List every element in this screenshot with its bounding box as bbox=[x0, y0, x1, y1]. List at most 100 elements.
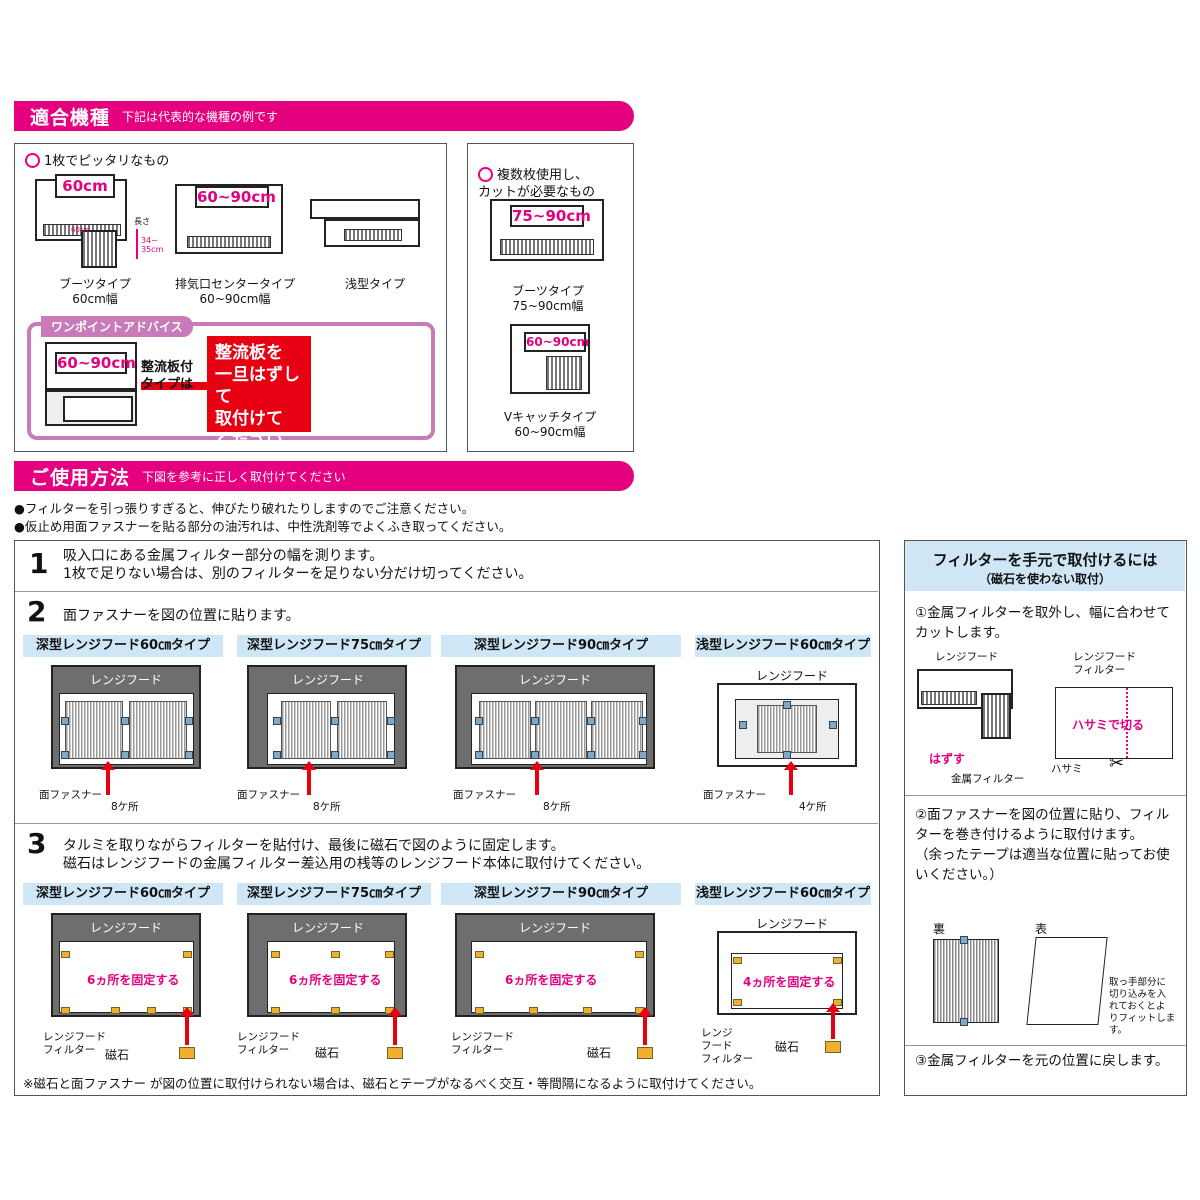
manual-box: フィルターを手元で取付けるには （磁石を使わない取付） ①金属フィルターを取外し… bbox=[904, 540, 1187, 1096]
filter-label-3: レンジフード フィルター bbox=[451, 1031, 514, 1056]
arrow-up-icon-8 bbox=[826, 1003, 840, 1039]
fastener-label-2: 面ファスナー bbox=[237, 789, 300, 801]
magnet-label-1: 磁石 bbox=[105, 1048, 130, 1062]
usage-banner-title: ご使用方法 bbox=[30, 466, 131, 489]
fastener-label-1: 面ファスナー bbox=[39, 789, 102, 801]
notch-note: 取っ手部分に 切り込みを入 れておくとよ りフィットしま す。 bbox=[1109, 977, 1176, 1036]
hood-title-5: レンジフード bbox=[89, 921, 162, 935]
step1-num: 1 bbox=[29, 547, 49, 580]
advice-title: ワンポイントアドバイス bbox=[41, 316, 193, 337]
front-label: 表 bbox=[1035, 922, 1048, 936]
fastener-label-4: 面ファスナー bbox=[703, 789, 766, 801]
manual-header: フィルターを手元で取付けるには （磁石を使わない取付） bbox=[905, 541, 1185, 591]
hood-title-3: レンジフード bbox=[518, 673, 591, 687]
manual-title: フィルターを手元で取付けるには bbox=[932, 551, 1158, 569]
arrow-up-icon-4 bbox=[784, 761, 798, 795]
hood-title-7: レンジフード bbox=[518, 921, 591, 935]
fix4-label: 4ヵ所を固定する bbox=[743, 975, 836, 989]
manual-filter-label: レンジフード フィルター bbox=[1073, 651, 1136, 676]
fastener-label-3: 面ファスナー bbox=[453, 789, 516, 801]
arrow-up-icon-3 bbox=[530, 761, 544, 795]
filter-front bbox=[1026, 937, 1108, 1025]
manual-subtitle: （磁石を使わない取付） bbox=[978, 572, 1111, 586]
type-name-2: 排気口センタータイプ 60~90cm幅 bbox=[175, 277, 295, 307]
magnet-label-4: 磁石 bbox=[775, 1040, 800, 1054]
manual-step1: ①金属フィルターを取外し、幅に合わせてカットします。 bbox=[915, 605, 1170, 641]
advice-message: 整流板を 一旦はずして 取付けて ください bbox=[207, 336, 311, 451]
multi-type-name-1-text: ブーツタイプ bbox=[512, 284, 584, 298]
step2-num: 2 bbox=[27, 595, 47, 628]
manual-step3: ③金属フィルターを元の位置に戻します。 bbox=[915, 1053, 1169, 1069]
fix6-label: 6ヵ所を固定する bbox=[87, 973, 180, 987]
multi-type-name-1: ブーツタイプ 75~90cm幅 bbox=[498, 284, 598, 314]
step3-head-2: 深型レンジフード75㎝タイプ bbox=[237, 883, 431, 905]
manual-step2: ②面ファスナーを図の位置に貼り、フィルターを巻き付けるように取付けます。 （余っ… bbox=[915, 807, 1170, 883]
step3-num: 3 bbox=[27, 827, 47, 860]
type-width-2: 60~90cm幅 bbox=[199, 292, 271, 306]
filter-sheet: ハサミで切る bbox=[1055, 687, 1173, 759]
hood-boots-75: 75~90cm bbox=[490, 199, 608, 269]
multi-dim-label-1: 75~90cm bbox=[510, 205, 591, 227]
magnet-icon-2 bbox=[387, 1047, 403, 1059]
step2-head-4: 浅型レンジフード60㎝タイプ bbox=[695, 635, 871, 657]
type-width-1: 60cm幅 bbox=[72, 292, 118, 306]
filter-label-4: レンジ フード フィルター bbox=[701, 1027, 754, 1065]
hood-dim-label: 60cm bbox=[55, 174, 115, 198]
usage-banner-sub: 下図を参考に正しく取付けてください bbox=[142, 469, 346, 484]
step2-hood-shallow: レンジフード bbox=[717, 665, 867, 775]
multi-heading-text: 複数枚使用し、 カットが必要なもの bbox=[478, 168, 596, 200]
multi-heading: 複数枚使用し、 カットが必要なもの bbox=[478, 150, 595, 201]
cut-label: ハサミで切る bbox=[1072, 718, 1145, 732]
multi-width-1: 75~90cm幅 bbox=[512, 299, 584, 313]
fit-banner-title: 適合機種 bbox=[30, 106, 111, 129]
fit-banner-sub: 下記は代表的な機種の例です bbox=[122, 109, 279, 124]
step3-head-3: 深型レンジフード90㎝タイプ bbox=[441, 883, 681, 905]
usage-banner: ご使用方法 下図を参考に正しく取付けてください bbox=[14, 461, 634, 491]
manual-hood bbox=[917, 669, 1015, 745]
type-name-1: ブーツタイプ 60cm幅 bbox=[45, 277, 145, 307]
hood-title-2: レンジフード bbox=[291, 673, 364, 687]
multi-width-2: 60~90cm幅 bbox=[514, 425, 586, 439]
step2-head-1: 深型レンジフード60㎝タイプ bbox=[23, 635, 223, 657]
metal-filter-label: 金属フィルター bbox=[951, 773, 1025, 785]
single-heading: 1枚でピッタリなもの bbox=[25, 150, 169, 169]
circle-icon bbox=[25, 153, 40, 168]
arrow-up-icon-7 bbox=[638, 1007, 652, 1045]
hood-boots-60: 60cm 60cm 長さ 34~ 35cm bbox=[35, 174, 163, 269]
single-heading-text: 1枚でピッタリなもの bbox=[44, 154, 170, 169]
fit-banner: 適合機種 下記は代表的な機種の例です bbox=[14, 101, 634, 131]
hood-shallow bbox=[310, 199, 430, 259]
advice-label: 整流板付 タイプは bbox=[141, 360, 194, 392]
type-name-3: 浅型タイプ bbox=[344, 277, 405, 291]
step3-hood-shallow: レンジフード 4ヵ所を固定する bbox=[717, 913, 867, 1023]
arrow-up-icon-5 bbox=[180, 1007, 194, 1045]
step3-hood-90: レンジフード 6ヵ所を固定する bbox=[455, 913, 665, 1023]
hood-title-4: レンジフード bbox=[755, 669, 828, 683]
count-label-4: 4ケ所 bbox=[799, 801, 827, 813]
arrow-up-icon-6 bbox=[388, 1007, 402, 1045]
inner-dim-label: 60cm bbox=[71, 226, 91, 234]
step2-head-3: 深型レンジフード90㎝タイプ bbox=[441, 635, 681, 657]
fix6-label-2: 6ヵ所を固定する bbox=[289, 973, 382, 987]
remove-label: はずす bbox=[929, 752, 966, 766]
count-label-3: 8ケ所 bbox=[543, 801, 571, 813]
step2-hood-90: レンジフード bbox=[455, 665, 665, 775]
step3-text: タルミを取りながらフィルターを貼付け、最後に磁石で図のように固定します。 磁石は… bbox=[63, 838, 651, 872]
hood-v-catch: 60~90cm bbox=[510, 324, 600, 404]
arrow-up-icon-2 bbox=[302, 761, 316, 795]
advice-dim-label: 60~90cm bbox=[55, 352, 136, 374]
step2-hood-75: レンジフード bbox=[247, 665, 427, 775]
single-fit-box: 1枚でピッタリなもの 60cm 60cm 長さ 34~ 35cm ブーツタイプ … bbox=[14, 143, 447, 452]
step2-head-2: 深型レンジフード75㎝タイプ bbox=[237, 635, 431, 657]
type-name-2-text: 排気口センタータイプ bbox=[175, 277, 296, 291]
filter-label-2: レンジフード フィルター bbox=[237, 1031, 300, 1056]
hood-center-exhaust: 60~90cm bbox=[175, 174, 290, 259]
step3-head-1: 深型レンジフード60㎝タイプ bbox=[23, 883, 223, 905]
manual-hood-label: レンジフード bbox=[935, 651, 998, 663]
scissors-label: ハサミ bbox=[1051, 763, 1083, 775]
filter-label-1: レンジフード フィルター bbox=[43, 1031, 106, 1056]
hood-advice: 60~90cm bbox=[45, 342, 145, 432]
fix6-label-3: 6ヵ所を固定する bbox=[505, 973, 598, 987]
count-label-1: 8ケ所 bbox=[111, 801, 139, 813]
hood-title: レンジフード bbox=[89, 673, 162, 687]
